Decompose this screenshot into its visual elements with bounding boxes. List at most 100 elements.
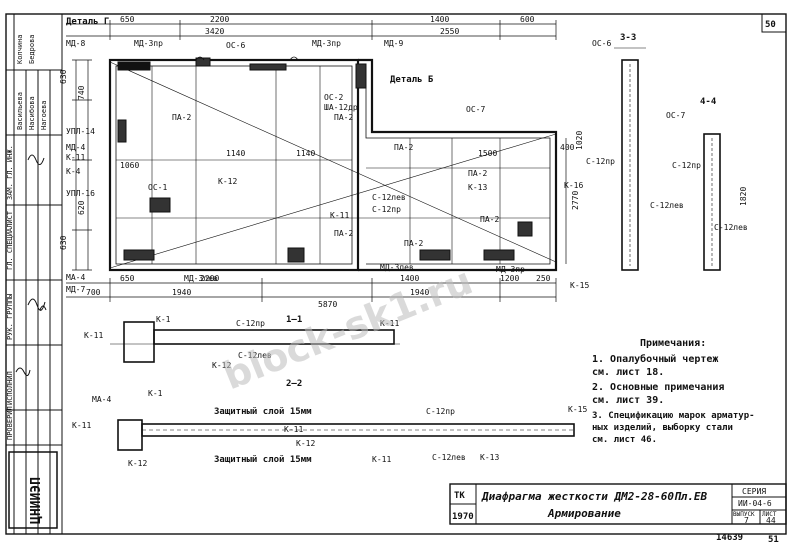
svg-text:2770: 2770 <box>571 191 580 210</box>
svg-text:1140: 1140 <box>226 149 245 158</box>
svg-text:1500: 1500 <box>478 149 497 158</box>
svg-text:С-12пр: С-12пр <box>372 205 401 214</box>
svg-text:650: 650 <box>120 274 135 283</box>
svg-text:К-16: К-16 <box>564 181 583 190</box>
svg-text:5870: 5870 <box>318 300 337 309</box>
svg-text:УПЛ-16: УПЛ-16 <box>66 189 95 198</box>
svg-text:ОС-2: ОС-2 <box>324 93 343 102</box>
svg-text:ПА-2: ПА-2 <box>172 113 191 122</box>
svg-text:С-12лев: С-12лев <box>238 351 272 360</box>
svg-text:Деталь Б: Деталь Б <box>390 75 434 85</box>
svg-text:С-12лев: С-12лев <box>432 453 466 462</box>
dimension-lines <box>66 20 567 302</box>
note-line: см. лист 18. <box>592 367 664 378</box>
svg-text:К-11: К-11 <box>66 153 85 162</box>
svg-text:ПА-2: ПА-2 <box>394 143 413 152</box>
svg-text:2200: 2200 <box>210 15 229 24</box>
stamp-name: Бедрова <box>28 34 36 64</box>
sheet-number: 50 <box>765 20 776 30</box>
cover-layer-bottom: Защитный слой 15мм <box>214 455 312 465</box>
svg-text:МА-4: МА-4 <box>92 395 111 404</box>
drawing-code: 14639 <box>716 533 743 543</box>
svg-text:К-4: К-4 <box>66 167 81 176</box>
title-block <box>449 483 787 525</box>
notes-heading: Примечания: <box>640 338 706 349</box>
svg-text:ПА-2: ПА-2 <box>404 239 423 248</box>
stamp-name: Нагоева <box>40 100 48 130</box>
svg-text:МД-4: МД-4 <box>66 143 85 152</box>
title-line1: Диафрагма жесткости ДМ2-28-60Пл.ЕВ <box>481 490 708 503</box>
svg-text:С-12пр: С-12пр <box>586 157 615 166</box>
svg-text:К-1: К-1 <box>148 389 163 398</box>
svg-text:С-12лев: С-12лев <box>650 201 684 210</box>
watermark-logo: block-sk1.ru <box>217 258 479 398</box>
svg-text:МД-9: МД-9 <box>384 39 403 48</box>
stamp-name: Васильева <box>16 92 24 130</box>
svg-text:МД-3лев: МД-3лев <box>184 274 218 283</box>
stamp-role: ГЛ. СПЕЦИАЛИСТ <box>6 210 14 270</box>
svg-text:ПА-2: ПА-2 <box>334 229 353 238</box>
svg-text:С-12лев: С-12лев <box>714 223 748 232</box>
svg-text:УПЛ-14: УПЛ-14 <box>66 127 95 136</box>
svg-text:МА-4: МА-4 <box>66 273 85 282</box>
section-1-1 <box>110 321 400 363</box>
svg-text:1060: 1060 <box>120 161 139 170</box>
stamp-role: РУК. ГРУППЫ <box>6 294 14 340</box>
svg-text:К-15: К-15 <box>570 281 589 290</box>
note-line: см. лист 46. <box>592 435 657 445</box>
issue-label: ВЫПУСК <box>733 511 755 518</box>
title-code: ТК <box>454 491 465 501</box>
note-line: см. лист 39. <box>592 395 664 406</box>
svg-text:1200: 1200 <box>500 274 519 283</box>
svg-text:ПА-2: ПА-2 <box>480 215 499 224</box>
sheet-number-box <box>761 13 787 33</box>
series-label: СЕРИЯ <box>742 487 766 496</box>
stamp-role: ЗАМ. ГЛ. ИНЖ. <box>6 145 14 200</box>
svg-text:К-11: К-11 <box>380 319 399 328</box>
svg-text:1020: 1020 <box>575 131 584 150</box>
main-elevation <box>108 56 558 272</box>
svg-text:ОС-7: ОС-7 <box>466 105 485 114</box>
component-labels: Деталь Г МД-8 МД-3пр ОС-6 МД-3пр МД-9 Де… <box>66 17 589 294</box>
svg-text:1400: 1400 <box>430 15 449 24</box>
svg-text:ОС-6: ОС-6 <box>592 39 611 48</box>
svg-text:Деталь Г: Деталь Г <box>66 17 109 27</box>
page-number: 51 <box>768 535 779 545</box>
note-line: 1. Опалубочный чертеж <box>592 353 718 365</box>
section-2-2-title: 2—2 <box>286 379 302 389</box>
svg-text:2200: 2200 <box>200 274 219 283</box>
sheet-value: 44 <box>766 516 776 525</box>
svg-text:К-11: К-11 <box>330 211 349 220</box>
drawing-frame <box>61 13 787 535</box>
stamp-name: Насибова <box>28 96 36 130</box>
section-1-1-title: 1—1 <box>286 315 302 325</box>
sheet-label: ЛИСТ <box>762 511 777 518</box>
svg-text:МД-3пр: МД-3пр <box>134 39 163 48</box>
issue-value: 7 <box>744 516 749 525</box>
svg-text:740: 740 <box>77 85 86 100</box>
note-line: ных изделий, выборку стали <box>592 422 733 433</box>
svg-text:620: 620 <box>77 200 86 215</box>
svg-text:К-1: К-1 <box>156 315 171 324</box>
svg-text:ОС-7: ОС-7 <box>666 111 685 120</box>
title-line2: Армирование <box>547 507 621 520</box>
note-line: 2. Основные примечания <box>592 382 724 393</box>
svg-text:3420: 3420 <box>205 27 224 36</box>
svg-text:630: 630 <box>59 235 68 250</box>
svg-text:К-12: К-12 <box>218 177 237 186</box>
org-logo <box>8 451 58 529</box>
svg-text:250: 250 <box>536 274 551 283</box>
svg-text:МД-3пр: МД-3пр <box>312 39 341 48</box>
svg-text:МД-8: МД-8 <box>66 39 85 48</box>
svg-text:1820: 1820 <box>739 187 748 206</box>
stamp-name: Колчина <box>16 34 24 64</box>
section-2-2 <box>117 419 575 451</box>
svg-text:ПА-2: ПА-2 <box>468 169 487 178</box>
note-line: 3. Спецификацию марок арматур- <box>592 411 755 421</box>
svg-text:ПА-2: ПА-2 <box>334 113 353 122</box>
svg-text:К-12: К-12 <box>128 459 147 468</box>
svg-text:К-13: К-13 <box>480 453 499 462</box>
svg-text:1140: 1140 <box>296 149 315 158</box>
